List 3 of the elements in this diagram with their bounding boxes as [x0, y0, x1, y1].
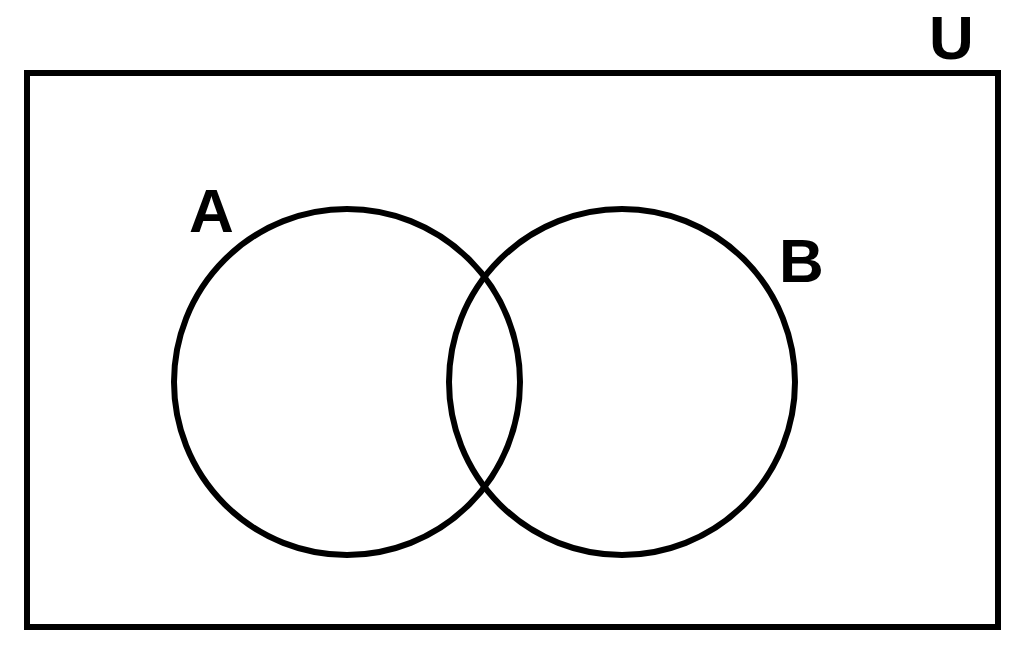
set-label: A [189, 188, 234, 235]
set-label: B [779, 238, 824, 285]
set-label: U [929, 15, 974, 62]
